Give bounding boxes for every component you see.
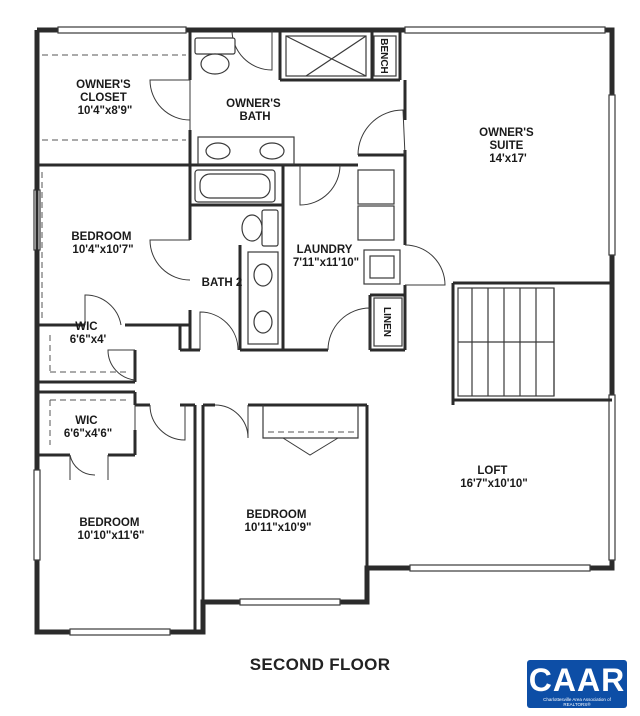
loft-size: 16'7"x10'10" bbox=[460, 478, 528, 490]
interior-walls bbox=[35, 30, 612, 632]
owners-suite-label: OWNER'S SUITE 14'x17' bbox=[479, 127, 537, 165]
caar-logo-subtext: Charlottesville Area Association of REAL… bbox=[543, 697, 611, 707]
linen-label: LINEN bbox=[381, 307, 392, 337]
bench-label: BENCH bbox=[378, 38, 389, 74]
doors bbox=[69, 29, 446, 480]
wic-2-label: WIC 6'6"x4'6" bbox=[64, 415, 112, 440]
caar-logo: CAAR Charlottesville Area Association of… bbox=[527, 660, 627, 708]
owners-bath-label: OWNER'S BATH bbox=[226, 98, 284, 123]
wic-1-size: 6'6"x4' bbox=[70, 334, 107, 346]
staircase bbox=[457, 287, 555, 397]
closet-shelves bbox=[41, 54, 359, 445]
laundry-label: LAUNDRY 7'11"x11'10" bbox=[293, 244, 359, 269]
fixtures bbox=[194, 35, 403, 347]
laundry-size: 7'11"x11'10" bbox=[293, 257, 359, 269]
wic-2-size: 6'6"x4'6" bbox=[64, 428, 112, 440]
bedroom-3-size: 10'10"x11'6" bbox=[78, 530, 145, 542]
owners-closet-size: 10'4"x8'9" bbox=[78, 105, 133, 117]
loft-label: LOFT 16'7"x10'10" bbox=[460, 465, 528, 490]
bedroom-1-size: 10'4"x10'7" bbox=[72, 244, 133, 256]
floor-title: SECOND FLOOR bbox=[249, 655, 391, 674]
bedroom-2-size: 10'11"x10'9" bbox=[245, 522, 312, 534]
bedroom-1-label: BEDROOM 10'4"x10'7" bbox=[71, 231, 134, 256]
owners-suite-size: 14'x17' bbox=[489, 153, 527, 165]
windows bbox=[33, 26, 616, 636]
wic-1-label: WIC 6'6"x4' bbox=[70, 321, 107, 346]
bedroom-2-label: BEDROOM 10'11"x10'9" bbox=[245, 509, 312, 534]
bedroom-3-label: BEDROOM 10'10"x11'6" bbox=[78, 517, 145, 542]
bath-2-label: BATH 2 bbox=[202, 277, 243, 289]
caar-logo-text: CAAR bbox=[528, 662, 626, 698]
owners-closet-label: OWNER'S CLOSET 10'4"x8'9" bbox=[76, 79, 134, 117]
